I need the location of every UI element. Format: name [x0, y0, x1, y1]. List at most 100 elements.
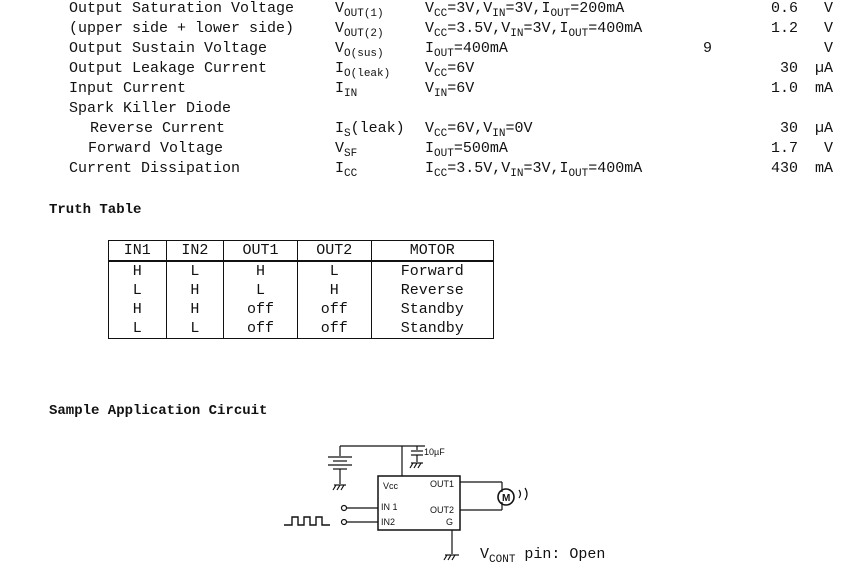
spec-symbol: VOUT(1): [335, 0, 384, 20]
spec-typ: 1.2: [770, 20, 798, 37]
pulse-waveform-icon: [284, 516, 330, 526]
spec-unit: V: [823, 140, 833, 157]
spec-symbol-part: O(sus): [344, 48, 384, 60]
truth-table-cell: L: [223, 281, 298, 300]
spec-condition-part: =3V,I: [505, 0, 551, 17]
spec-conditions: VCC=6V,VIN=0V: [425, 120, 533, 140]
spec-condition-part: CC: [434, 168, 448, 180]
truth-table-cell: Reverse: [370, 281, 495, 300]
spec-symbol: IS(leak): [335, 120, 405, 140]
truth-table-cell: L: [108, 319, 167, 339]
truth-table-cell: L: [108, 281, 167, 300]
spec-symbol: ICC: [335, 160, 358, 180]
spec-condition-part: CC: [434, 28, 448, 40]
truth-table-cell: H: [108, 300, 167, 319]
spec-unit: V: [823, 20, 833, 37]
pin-in2-label: IN2: [381, 517, 395, 527]
spec-symbol-part: I: [335, 160, 345, 177]
spec-symbol-part: I: [335, 120, 345, 137]
spec-condition-part: OUT: [550, 8, 571, 20]
spec-condition-part: CC: [434, 128, 448, 140]
spec-unit: mA: [814, 80, 833, 97]
spec-symbol-part: O(leak): [344, 68, 391, 80]
spec-conditions: VCC=3.5V,VIN=3V,IOUT=400mA: [425, 20, 643, 40]
circuit-title: Sample Application Circuit: [49, 403, 268, 419]
spec-condition-part: OUT: [434, 48, 454, 60]
spec-unit: V: [823, 0, 833, 17]
spec-conditions: IOUT=500mA: [425, 140, 508, 160]
spec-symbol-part: OUT(2): [344, 28, 384, 40]
spec-typ: 0.6: [770, 0, 798, 17]
truth-table-cell: H: [108, 261, 167, 281]
spec-typ: 1.7: [770, 140, 798, 157]
ic-ground-icon: [443, 554, 459, 561]
spec-typ: 30: [779, 60, 798, 77]
spec-condition-part: OUT: [434, 148, 454, 160]
spec-symbol-part: SF: [344, 148, 358, 160]
capacitor-symbol: [411, 450, 423, 456]
spec-min: 9: [703, 40, 713, 57]
spec-unit: V: [823, 40, 833, 57]
spec-symbol-part: IN: [344, 88, 358, 100]
spec-condition-part: =400mA: [588, 20, 643, 37]
spec-typ: 430: [770, 160, 798, 177]
spec-typ: 1.0: [770, 80, 798, 97]
in1-terminal: [340, 504, 348, 512]
spec-condition-part: =3.5V,V: [447, 20, 511, 37]
spec-unit: µA: [814, 120, 833, 137]
truth-table-header: IN2: [165, 240, 225, 262]
spec-condition-part: V: [425, 80, 435, 97]
spec-condition-part: =0V: [505, 120, 533, 137]
spec-conditions: VIN=6V: [425, 80, 475, 100]
spec-condition-part: OUT: [568, 168, 589, 180]
spec-typ: 30: [779, 120, 798, 137]
spec-symbol-part: V: [335, 140, 345, 157]
spec-symbol-part: V: [335, 0, 345, 17]
spec-condition-part: =6V: [447, 80, 475, 97]
spec-symbol: IO(leak): [335, 60, 391, 80]
truth-table-cell: L: [165, 261, 225, 281]
truth-table-cell: H: [165, 300, 225, 319]
in2-terminal: [340, 518, 348, 526]
note-subscript: CONT: [489, 554, 516, 566]
application-circuit-diagram: 10µF Vcc OUT1 IN 1 OUT2 IN2 G M: [284, 445, 528, 561]
spec-symbol-part: OUT(1): [344, 8, 384, 20]
spec-symbol: VOUT(2): [335, 20, 384, 40]
truth-table-header: MOTOR: [370, 240, 495, 262]
spec-condition-part: V: [425, 20, 435, 37]
capacitor-ground-icon: [409, 462, 423, 469]
truth-table-cell: L: [296, 261, 372, 281]
spec-condition-part: =400mA: [588, 160, 643, 177]
spec-condition-part: OUT: [568, 28, 589, 40]
spec-symbol-part: CC: [344, 168, 358, 180]
spec-unit: µA: [814, 60, 833, 77]
spec-conditions: ICC=3.5V,VIN=3V,IOUT=400mA: [425, 160, 643, 180]
spec-conditions: VCC=3V,VIN=3V,IOUT=200mA: [425, 0, 624, 20]
spec-condition-part: =3.5V,V: [447, 160, 511, 177]
note-text: pin: Open: [515, 546, 606, 563]
pin-out1-label: OUT1: [430, 479, 454, 489]
spec-parameter: Output Leakage Current: [69, 60, 268, 77]
spec-condition-part: =3V,I: [523, 160, 569, 177]
spec-symbol-part: S: [344, 128, 351, 140]
spec-condition-part: V: [425, 120, 435, 137]
spec-symbol-part: (leak): [350, 120, 405, 137]
battery-ground-icon: [332, 484, 346, 491]
driver-ic: [377, 475, 461, 531]
motor-label: M: [502, 493, 510, 504]
spec-parameter: Current Dissipation: [69, 160, 241, 177]
spec-condition-part: =3V,V: [447, 0, 493, 17]
spec-condition-part: IN: [510, 28, 524, 40]
spec-conditions: IOUT=400mA: [425, 40, 508, 60]
pin-in1-label: IN 1: [381, 502, 398, 512]
battery-symbol: [328, 456, 352, 470]
spec-symbol-part: I: [335, 60, 345, 77]
